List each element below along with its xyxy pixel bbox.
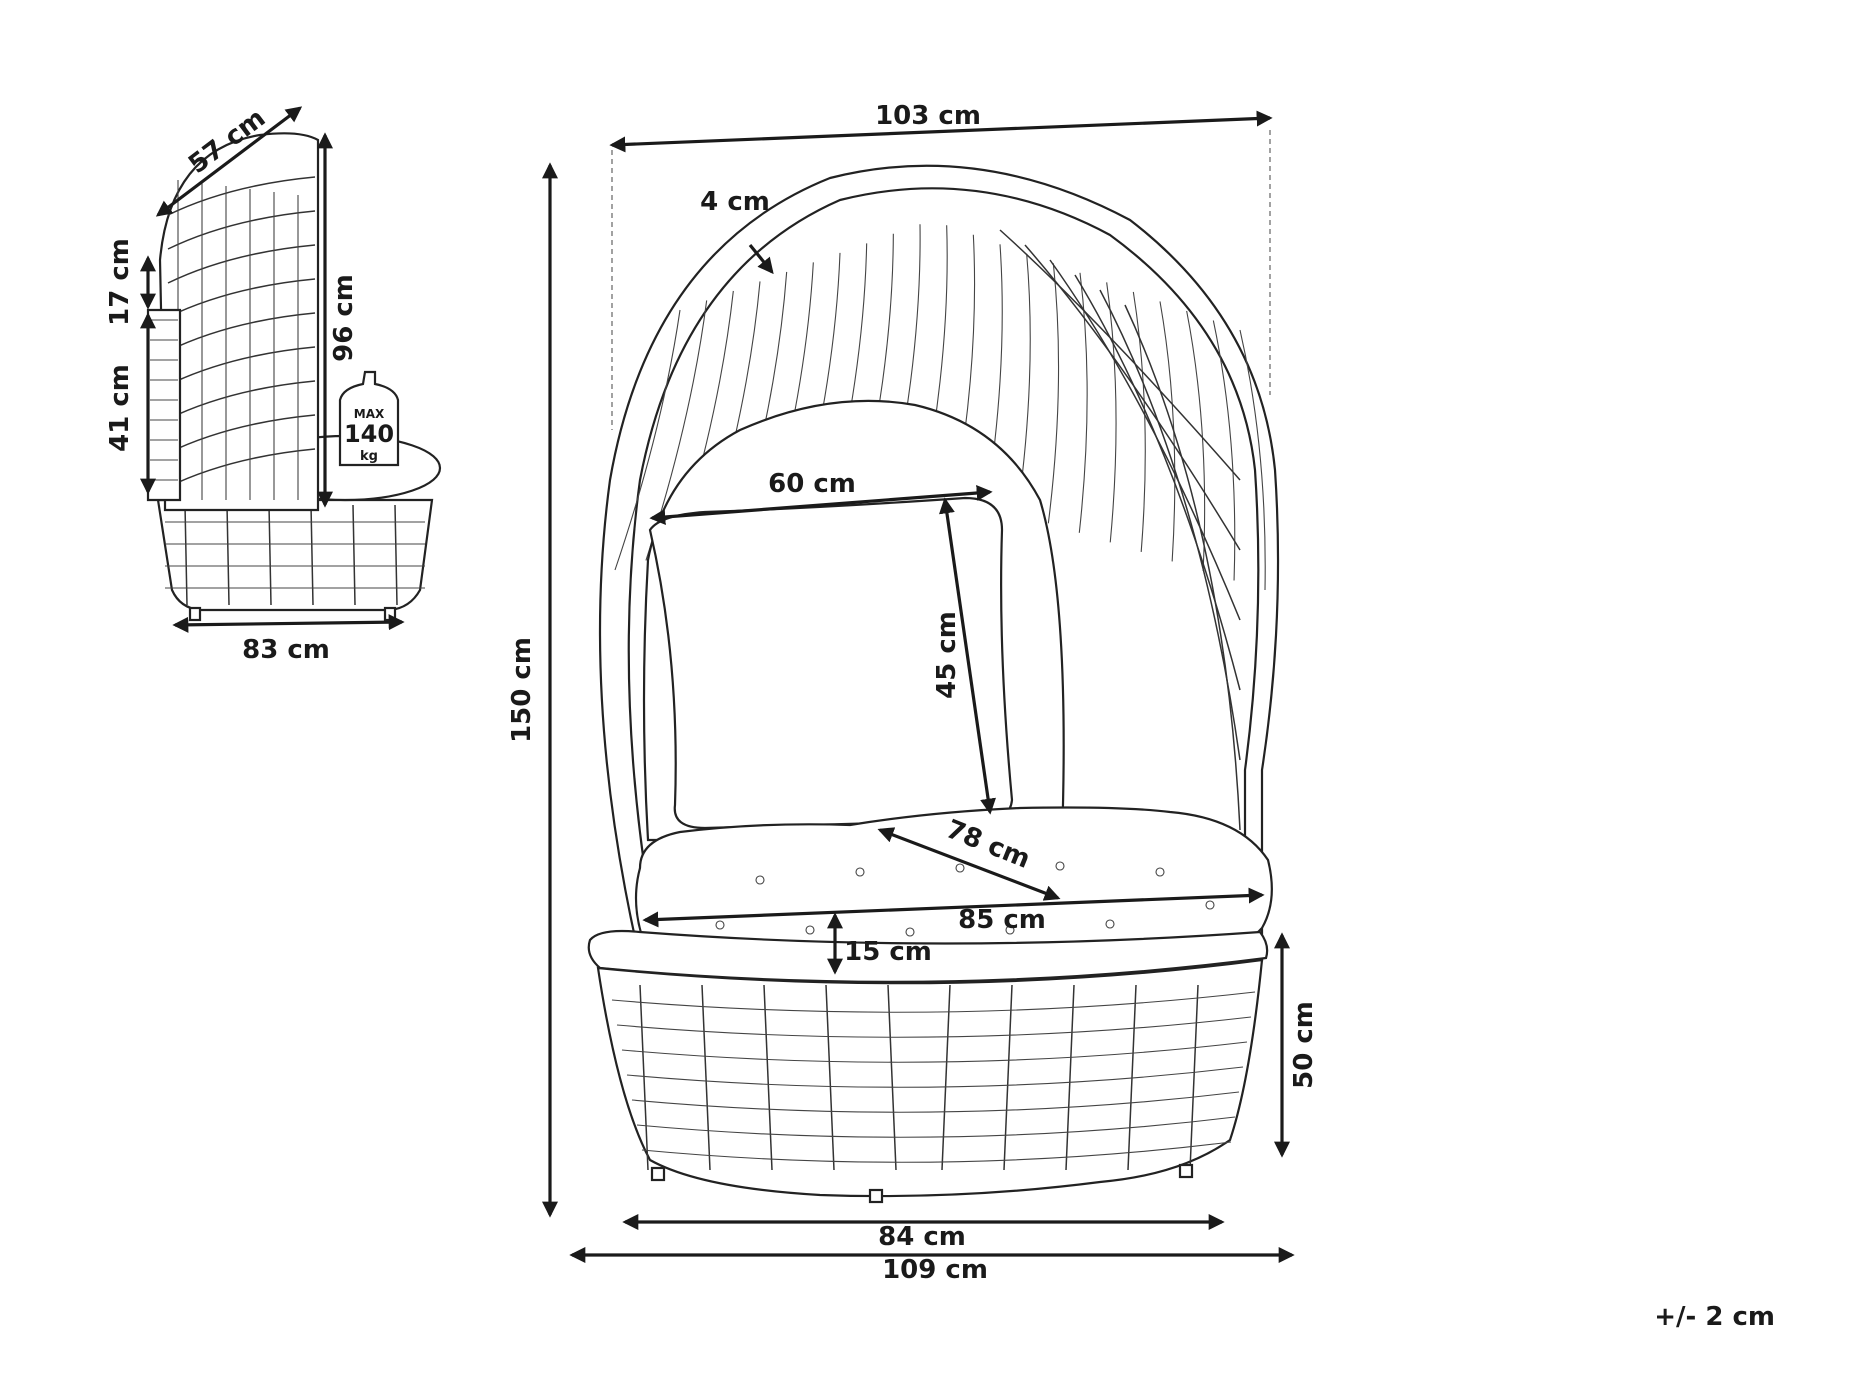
pillow-width-label: 60 cm (768, 469, 856, 499)
overall-height-label: 150 cm (507, 637, 537, 743)
frame-thickness-arrow (748, 243, 774, 275)
wicker-line (1049, 259, 1241, 621)
front-view-dimensions (542, 110, 1295, 1263)
max-load-weight-icon: MAX 140 kg (338, 370, 400, 467)
wicker-line (941, 984, 951, 1171)
canopy-gap-label: 17 cm (105, 238, 135, 326)
wicker-line (626, 1066, 1244, 1088)
wicker-line (639, 984, 649, 1171)
back-height-label: 96 cm (329, 274, 359, 362)
wicker-line (1047, 263, 1060, 524)
wicker-line (611, 991, 1256, 1013)
wicker-line (1132, 291, 1146, 552)
cushion-thickness-label: 15 cm (844, 937, 932, 967)
wicker-line (167, 414, 316, 454)
overall-width-dimension-line (609, 110, 1273, 153)
wicker-line (1065, 984, 1075, 1171)
wicker-line (167, 346, 316, 386)
wicker-line (763, 984, 773, 1171)
wicker-line (167, 278, 316, 318)
wicker-line (1024, 244, 1241, 551)
wicker-line (621, 1041, 1248, 1063)
wicker-line (641, 1141, 1232, 1163)
wicker-line (701, 984, 711, 1171)
pillow-width-dimension-line (649, 485, 993, 525)
wicker-line (1189, 984, 1199, 1171)
wicker-line (1212, 320, 1236, 581)
wicker-line (1106, 282, 1117, 543)
cushion-width-label: 85 cm (958, 905, 1046, 935)
wicker-line (1078, 272, 1088, 533)
frame-thickness-label: 4 cm (700, 187, 770, 217)
wicker-line (1124, 304, 1241, 831)
tolerance-note: +/- 2 cm (1654, 1302, 1775, 1332)
wicker-line (616, 1016, 1252, 1038)
wicker-line (1074, 274, 1241, 691)
pillow-height-label: 45 cm (932, 611, 962, 699)
depth-dimension-line (155, 106, 303, 217)
wicker-line (1003, 984, 1013, 1171)
total-width-label: 109 cm (882, 1255, 988, 1285)
wicker-line (167, 244, 316, 284)
wicker-line (1155, 867, 1165, 877)
wicker-line (755, 875, 765, 885)
overall-width-label: 103 cm (875, 101, 981, 131)
wicker-line (887, 984, 897, 1171)
base-width-label: 84 cm (878, 1222, 966, 1252)
wicker-line (825, 984, 835, 1171)
wicker-line (631, 1091, 1240, 1113)
side-view-illustration (146, 132, 442, 622)
wicker-line (1159, 301, 1176, 562)
seat-height-label: 41 cm (105, 364, 135, 452)
max-load-unit: kg (360, 449, 378, 464)
max-load-label: MAX (354, 407, 385, 421)
wicker-line (905, 927, 915, 937)
base-height-label: 50 cm (1289, 1001, 1319, 1089)
wicker-line (167, 312, 316, 352)
wicker-line (636, 1116, 1236, 1138)
wicker-line (167, 448, 316, 488)
cushion-depth-dimension-line (877, 827, 1061, 901)
cushion-width-dimension-line (642, 887, 1265, 928)
wicker-line (1239, 329, 1266, 591)
wicker-line (614, 309, 681, 571)
side-width-dimension-line (172, 614, 405, 633)
max-load-value: 140 (344, 420, 394, 448)
side-view-dimensions (140, 106, 405, 633)
wicker-line (167, 380, 316, 420)
pillow-height-dimension-line (938, 497, 997, 815)
wicker-line (855, 867, 865, 877)
side-width-label: 83 cm (242, 635, 330, 665)
